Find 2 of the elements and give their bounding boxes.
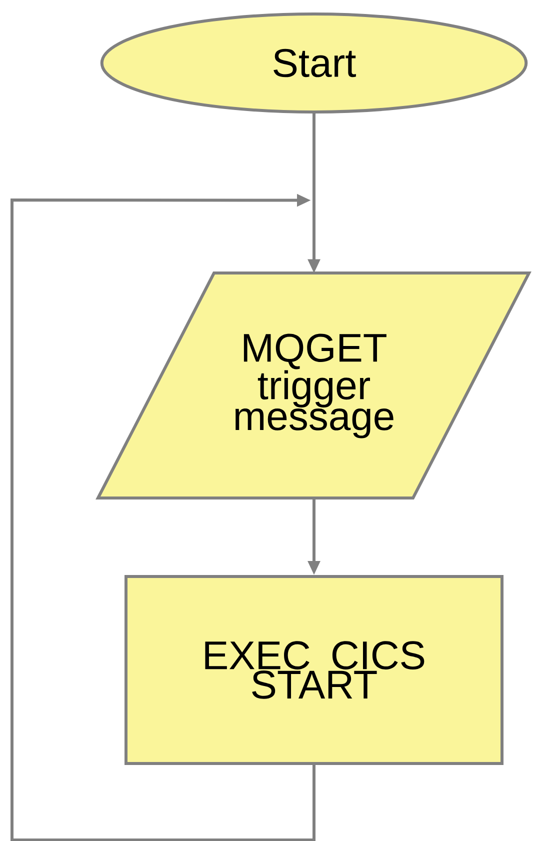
process-box: EXEC CICS START — [124, 575, 504, 765]
loop-arrow — [10, 194, 316, 841]
